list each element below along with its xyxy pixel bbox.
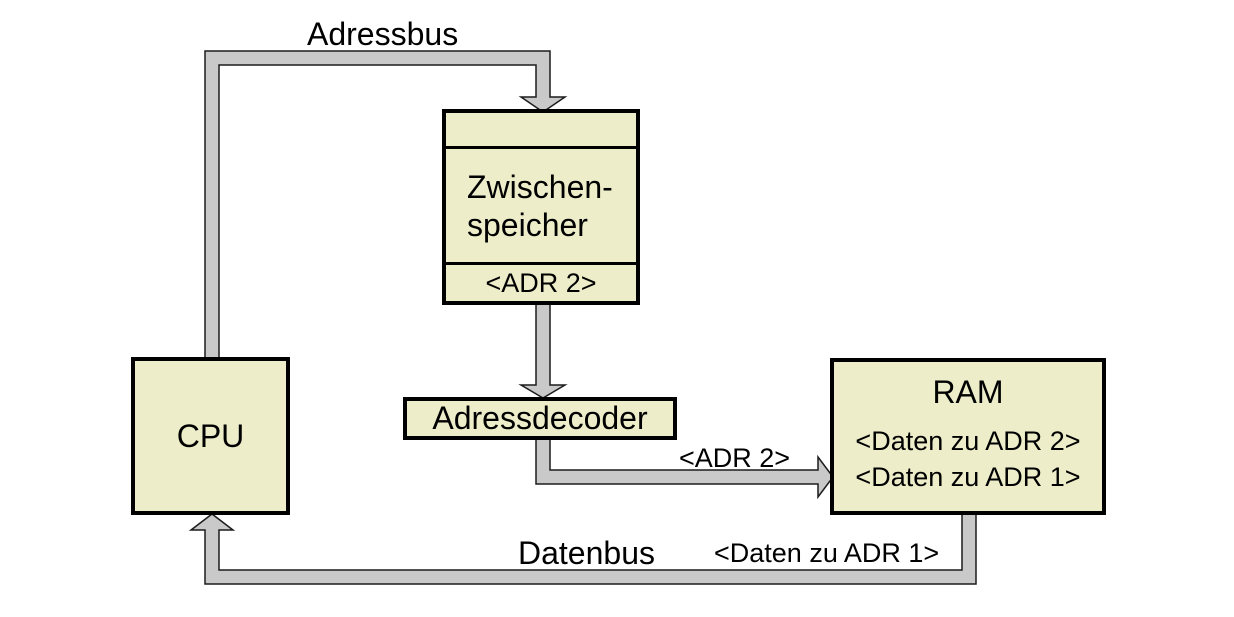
zwischenspeicher-empty-slot [446,113,636,149]
ram-daten-adr2-value: <Daten zu ADR 2> [855,426,1081,456]
cpu-box: CPU [131,357,290,515]
zwischenspeicher-adr2-value: <ADR 2> [485,267,597,298]
adressbus-label: Adressbus [307,16,459,52]
daten-zu-adr1-bus-label: <Daten zu ADR 1> [714,538,940,568]
cpu-label: CPU [176,417,245,454]
datenbus-arrow [188,512,977,585]
ram-label: RAM [932,374,1004,410]
zwischenspeicher-label-line1: Zwischen- [467,168,613,205]
adressbus-arrow [204,50,568,361]
buffer-to-decoder-arrow [518,299,568,399]
datenbus-label: Datenbus [518,535,655,571]
zwischenspeicher-label: Zwischen- speicher [446,149,636,265]
ram-box: RAM <Daten zu ADR 2> <Daten zu ADR 1> [830,358,1106,515]
ram-daten-adr1-value: <Daten zu ADR 1> [855,462,1081,492]
zwischenspeicher-label-line2: speicher [467,206,588,243]
adressdecoder-box: Adressdecoder [403,397,677,440]
decoder-to-ram-arrow [535,434,834,500]
adressdecoder-label: Adressdecoder [432,400,648,436]
zwischenspeicher-box: Zwischen- speicher <ADR 2> [442,109,640,305]
adr2-bus-label: <ADR 2> [679,443,791,473]
